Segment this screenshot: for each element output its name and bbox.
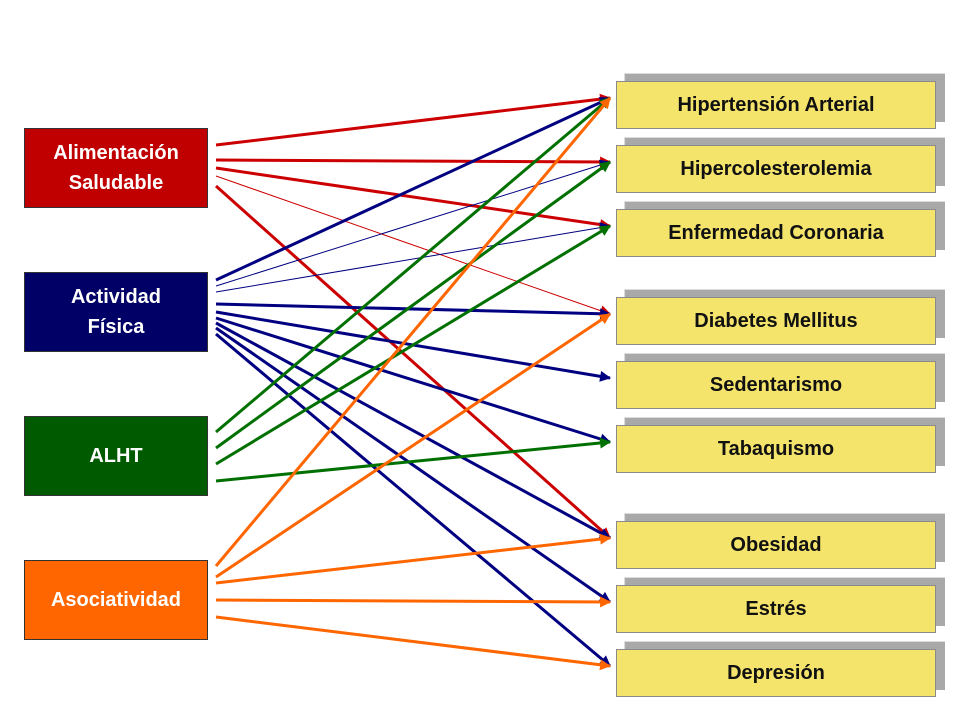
arrow-asociatividad-to-estres	[215, 596, 612, 608]
target-label-enfermedad-coronaria: Enfermedad Coronaria	[668, 221, 884, 244]
arrow-alimentacion-to-enfermedad_coronaria	[215, 166, 612, 230]
source-box-alht: ALHT	[24, 416, 208, 496]
arrow-asociatividad-to-hipertension	[214, 97, 612, 567]
target-box-tabaquismo: Tabaquismo	[616, 425, 936, 473]
source-label-alimentacion: Alimentación Saludable	[53, 142, 179, 194]
arrow-alht-to-hipertension	[215, 96, 611, 434]
arrow-actividad-to-estres	[215, 326, 611, 604]
target-label-obesidad: Obesidad	[730, 533, 822, 556]
arrow-alimentacion-to-hipercolesterolemia	[215, 156, 612, 168]
target-label-depresion: Depresión	[727, 661, 825, 684]
target-box-estres: Estrés	[616, 585, 936, 633]
arrow-actividad-to-hipercolesterolemia	[215, 159, 612, 287]
target-box-hipercolesterolemia: Hipercolesterolemia	[616, 145, 936, 193]
target-label-sedentarismo: Sedentarismo	[709, 373, 843, 396]
arrow-actividad-to-enfermedad_coronaria	[215, 222, 612, 293]
arrow-asociatividad-to-obesidad	[215, 533, 612, 585]
source-label-actividad: Actividad Física	[70, 286, 162, 338]
arrow-actividad-to-tabaquismo	[215, 316, 612, 445]
arrow-alimentacion-to-diabetes	[215, 175, 612, 316]
arrow-actividad-to-diabetes	[215, 302, 612, 320]
arrow-actividad-to-obesidad	[215, 321, 611, 540]
target-box-obesidad: Obesidad	[616, 521, 936, 569]
target-box-hipertension: Hipertensión Arterial	[616, 81, 936, 129]
source-box-asociatividad: Asociatividad	[24, 560, 208, 640]
arrow-alht-to-tabaquismo	[215, 437, 612, 483]
target-label-estres: Estrés	[745, 597, 807, 620]
target-box-sedentarismo: Sedentarismo	[616, 361, 936, 409]
source-label-alht: ALHT	[89, 445, 143, 467]
source-box-actividad: Actividad Física	[24, 272, 208, 352]
arrow-alht-to-hipercolesterolemia	[215, 160, 611, 450]
target-label-hipertension: Hipertensión Arterial	[677, 93, 875, 116]
arrow-alht-to-enfermedad_coronaria	[215, 224, 611, 466]
source-label-asociatividad: Asociatividad	[50, 589, 182, 611]
target-box-depresion: Depresión	[616, 649, 936, 697]
source-box-alimentacion: Alimentación Saludable	[24, 128, 208, 208]
arrow-alimentacion-to-obesidad	[215, 184, 611, 540]
target-label-diabetes: Diabetes Mellitus	[694, 309, 858, 332]
arrow-alimentacion-to-hipertension	[215, 93, 612, 147]
arrow-asociatividad-to-depresion	[215, 615, 612, 671]
arrow-actividad-to-hipertension	[215, 96, 611, 282]
target-label-tabaquismo: Tabaquismo	[717, 437, 835, 460]
target-box-enfermedad-coronaria: Enfermedad Coronaria	[616, 209, 936, 257]
arrow-asociatividad-to-diabetes	[215, 312, 611, 579]
arrow-actividad-to-depresion	[215, 332, 611, 668]
target-box-diabetes: Diabetes Mellitus	[616, 297, 936, 345]
target-label-hipercolesterolemia: Hipercolesterolemia	[680, 157, 872, 180]
